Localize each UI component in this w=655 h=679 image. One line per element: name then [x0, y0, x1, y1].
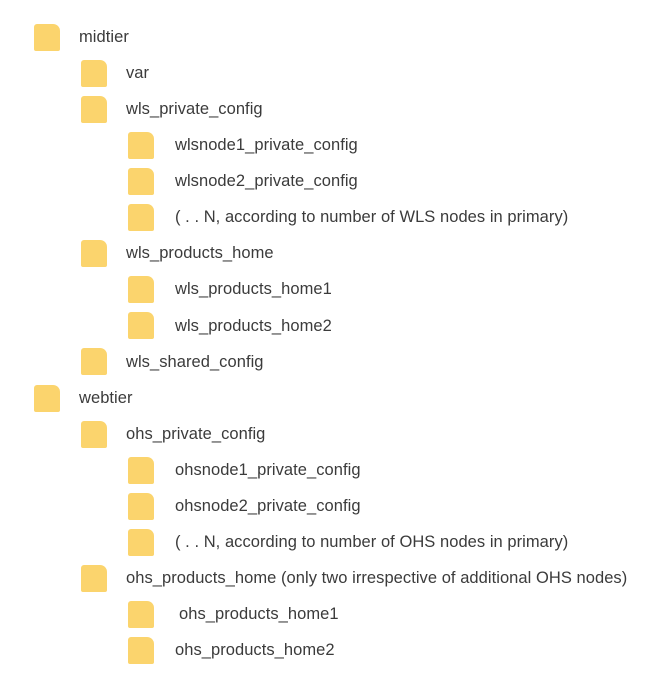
folder-icon: [128, 131, 154, 159]
tree-node-label: ohs_products_home1: [179, 605, 339, 624]
folder-icon: [81, 565, 107, 592]
tree-node[interactable]: wlsnode1_private_config: [128, 130, 358, 160]
tree-node[interactable]: ohs_products_home (only two irrespective…: [81, 564, 627, 594]
tree-node[interactable]: webtier: [34, 383, 133, 413]
tree-node[interactable]: ohs_products_home1: [128, 600, 339, 630]
tree-node-label: ohs_private_config: [126, 424, 266, 443]
folder-icon: [128, 528, 154, 556]
folder-icon: [128, 601, 154, 629]
tree-node-label: wls_products_home2: [175, 316, 332, 335]
tree-node[interactable]: ohsnode1_private_config: [128, 455, 361, 485]
tree-node[interactable]: wlsnode2_private_config: [128, 166, 358, 196]
tree-node[interactable]: ohs_private_config: [81, 419, 265, 449]
tree-node-label: wlsnode2_private_config: [175, 172, 358, 191]
tree-node[interactable]: var: [81, 58, 149, 88]
tree-node-label: wls_shared_config: [126, 352, 264, 371]
tree-node-label: wls_products_home: [126, 244, 274, 263]
tree-node-label: wls_private_config: [126, 99, 263, 118]
tree-node-label: ohs_products_home2: [175, 641, 335, 660]
folder-icon: [128, 492, 154, 520]
tree-node-label: webtier: [79, 388, 133, 407]
folder-icon: [128, 276, 154, 304]
folder-icon: [81, 348, 107, 376]
tree-node[interactable]: ohsnode2_private_config: [128, 491, 361, 521]
tree-node-label: midtier: [79, 27, 129, 46]
tree-node-label: ( . . N, according to number of WLS node…: [175, 208, 569, 227]
tree-node-label: ohsnode1_private_config: [175, 460, 361, 479]
tree-node[interactable]: wls_products_home: [81, 239, 274, 269]
tree-node-label: ohsnode2_private_config: [175, 497, 361, 516]
tree-node[interactable]: wls_private_config: [81, 94, 263, 124]
folder-icon: [34, 384, 60, 412]
tree-node[interactable]: ( . . N, according to number of WLS node…: [128, 203, 568, 233]
folder-icon: [81, 420, 107, 448]
tree-node-label: ( . . N, according to number of OHS node…: [175, 533, 569, 552]
tree-node[interactable]: ( . . N, according to number of OHS node…: [128, 527, 568, 557]
tree-node[interactable]: wls_shared_config: [81, 347, 264, 377]
tree-node[interactable]: ohs_products_home2: [128, 636, 335, 666]
tree-node-label: var: [126, 63, 150, 82]
tree-node-label: wls_products_home1: [175, 280, 332, 299]
folder-icon: [128, 456, 154, 484]
folder-icon: [128, 204, 154, 231]
folder-icon: [128, 167, 154, 195]
tree-node[interactable]: midtier: [34, 22, 129, 52]
tree-node[interactable]: wls_products_home2: [128, 311, 332, 341]
folder-icon: [128, 637, 154, 665]
tree-node-label: ohs_products_home (only two irrespective…: [126, 569, 628, 588]
folder-icon: [34, 23, 60, 51]
folder-icon: [128, 312, 154, 340]
folder-icon: [81, 95, 107, 123]
tree-node-label: wlsnode1_private_config: [175, 136, 358, 155]
tree-node[interactable]: wls_products_home1: [128, 275, 332, 305]
folder-icon: [81, 240, 107, 268]
folder-icon: [81, 59, 107, 87]
